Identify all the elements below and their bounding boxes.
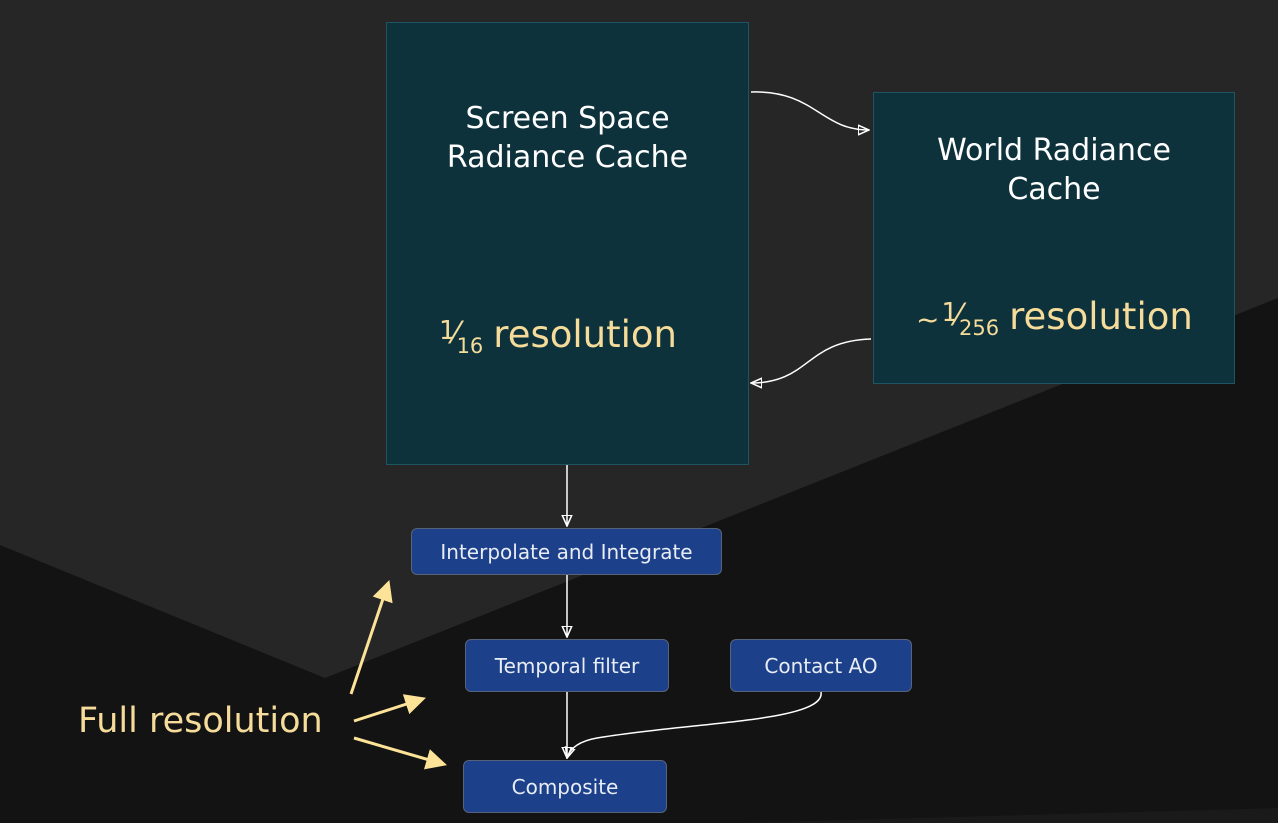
resolution-fraction-numerator: 1 bbox=[439, 316, 456, 346]
screen-space-resolution-label: 1⁄16 resolution bbox=[439, 313, 677, 362]
resolution-fraction-denominator: 256 bbox=[959, 316, 1000, 340]
interpolate-and-integrate-box: Interpolate and Integrate bbox=[411, 528, 722, 575]
composite-box: Composite bbox=[463, 760, 667, 813]
world-resolution-label: ~1⁄256 resolution bbox=[916, 295, 1193, 344]
world-radiance-cache-title: World Radiance Cache bbox=[937, 133, 1171, 207]
fraction-slash: ⁄ bbox=[956, 298, 962, 333]
screen-space-radiance-cache-box: Screen Space Radiance Cache 1⁄16 resoluti… bbox=[386, 22, 749, 465]
resolution-fraction-denominator: 16 bbox=[456, 334, 484, 358]
approx-tilde: ~ bbox=[916, 303, 940, 336]
screen-space-radiance-cache-title: Screen Space Radiance Cache bbox=[446, 101, 689, 175]
resolution-fraction-numerator: 1 bbox=[941, 298, 959, 328]
temporal-filter-box: Temporal filter bbox=[465, 639, 669, 692]
resolution-word: resolution bbox=[493, 313, 677, 356]
contact-ao-box: Contact AO bbox=[730, 639, 912, 692]
fraction-slash: ⁄ bbox=[453, 316, 459, 351]
resolution-word: resolution bbox=[1009, 295, 1193, 338]
world-radiance-cache-box: World Radiance Cache ~1⁄256 resolution bbox=[873, 92, 1235, 384]
full-resolution-label: Full resolution bbox=[78, 701, 323, 741]
